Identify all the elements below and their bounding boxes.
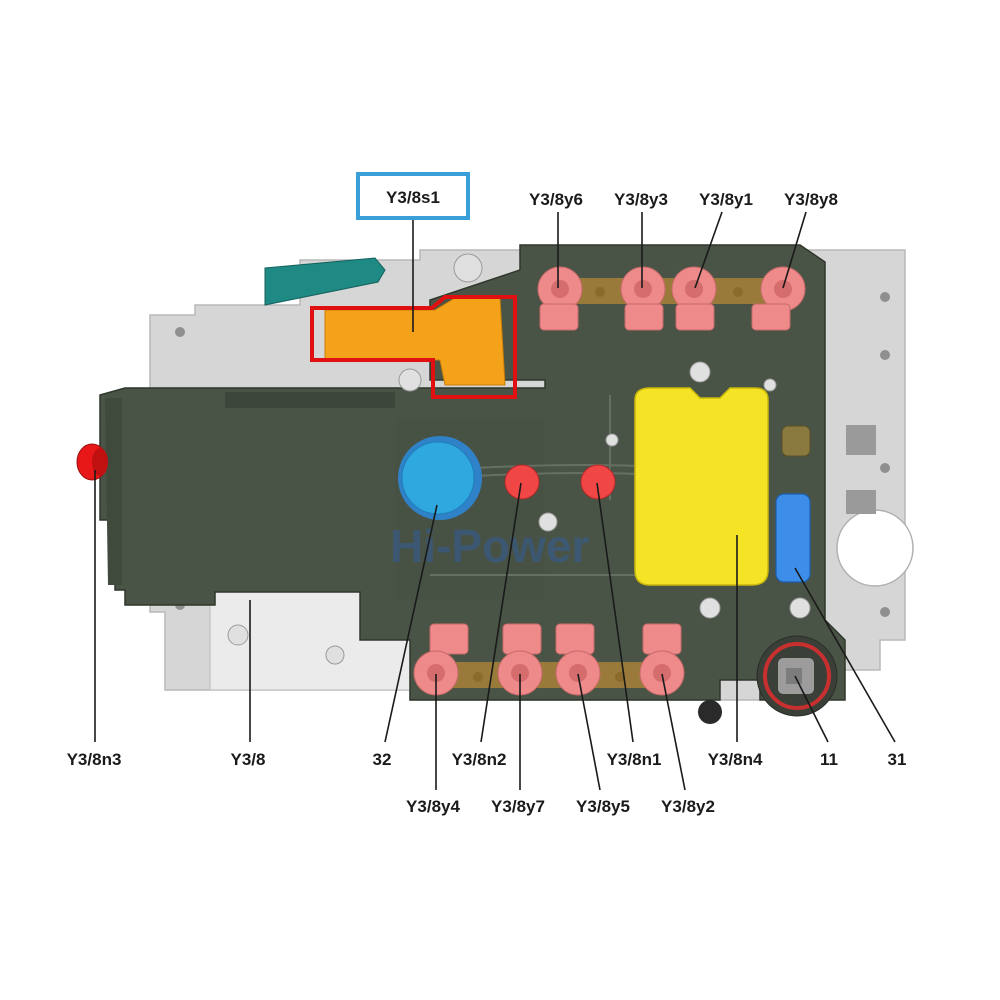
blue-plug: [775, 493, 811, 583]
label-y3-8n3: Y3/8n3: [67, 750, 122, 769]
top-labels: Y3/8y6 Y3/8y3 Y3/8y1 Y3/8y8: [529, 190, 838, 209]
label-y3-8: Y3/8: [231, 750, 266, 769]
bottom-solenoid-row: [413, 623, 685, 696]
label-11: 11: [820, 750, 838, 769]
label-y3-8n4: Y3/8n4: [708, 750, 763, 769]
speed-sensor-n3: [76, 443, 108, 481]
watermark: Hi-Power: [390, 520, 589, 572]
highlight-frame: [310, 295, 517, 399]
label-y3-8y6: Y3/8y6: [529, 190, 583, 209]
label-y3-8y7: Y3/8y7: [491, 797, 545, 816]
electrical-connector: [756, 635, 838, 717]
label-y3-8s1: Y3/8s1: [386, 188, 440, 207]
label-32: 32: [373, 750, 392, 769]
top-solenoid-row: [537, 266, 806, 331]
middle-labels: Y3/8n3 Y3/8 32 Y3/8n2 Y3/8n1 Y3/8n4 11 3…: [67, 750, 907, 769]
label-y3-8y8: Y3/8y8: [784, 190, 838, 209]
controller-unit: [634, 387, 769, 586]
label-y3-8n1: Y3/8n1: [607, 750, 662, 769]
bottom-labels: Y3/8y4 Y3/8y7 Y3/8y5 Y3/8y2: [406, 797, 715, 816]
label-y3-8y2: Y3/8y2: [661, 797, 715, 816]
label-y3-8n2: Y3/8n2: [452, 750, 507, 769]
label-y3-8y3: Y3/8y3: [614, 190, 668, 209]
label-y3-8y4: Y3/8y4: [406, 797, 460, 816]
turbine-speed-sensor: [398, 436, 482, 520]
y3-8s1-label-box: [356, 172, 470, 220]
speed-sensor-n2: [504, 464, 540, 500]
label-y3-8y5: Y3/8y5: [576, 797, 630, 816]
label-y3-8y1: Y3/8y1: [699, 190, 753, 209]
teal-tab: [264, 257, 386, 306]
leader-lines: [94, 211, 896, 791]
label-31: 31: [888, 750, 907, 769]
speed-sensor-n1: [580, 464, 616, 500]
